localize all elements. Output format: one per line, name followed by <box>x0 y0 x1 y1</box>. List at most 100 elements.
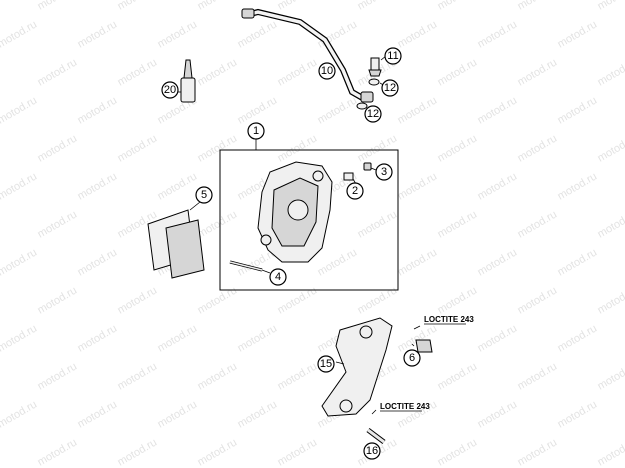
callout-1: 1 <box>247 122 265 140</box>
callout-label: 15 <box>320 358 332 370</box>
watermark-text: motod.ru <box>196 360 240 392</box>
watermark-text: motod.ru <box>156 170 200 202</box>
watermark-text: motod.ru <box>596 360 625 392</box>
watermark-text: motod.ru <box>236 18 280 50</box>
callout-label: 10 <box>321 65 333 77</box>
callout-12-upper: 12 <box>381 79 399 97</box>
watermark-text: motod.ru <box>36 208 80 240</box>
watermark-text: motod.ru <box>356 0 400 13</box>
watermark-text: motod.ru <box>76 322 120 354</box>
loctite-label-upper: LOCTITE 243 <box>424 315 474 324</box>
callout-label: 2 <box>352 185 358 197</box>
watermark-text: motod.ru <box>236 94 280 126</box>
watermark-text: motod.ru <box>156 398 200 430</box>
callout-label: 4 <box>275 271 281 283</box>
watermark-text: motod.ru <box>556 18 600 50</box>
callout-4: 4 <box>269 268 287 286</box>
watermark-text: motod.ru <box>76 94 120 126</box>
sealing-washer-lower <box>356 102 368 110</box>
watermark-text: motod.ru <box>556 246 600 278</box>
watermark-text: motod.ru <box>436 56 480 88</box>
watermark-text: motod.ru <box>356 208 400 240</box>
watermark-text: motod.ru <box>0 170 39 202</box>
watermark-text: motod.ru <box>36 284 80 316</box>
watermark-text: motod.ru <box>156 18 200 50</box>
watermark-text: motod.ru <box>356 132 400 164</box>
watermark-text: motod.ru <box>196 132 240 164</box>
callout-label: 12 <box>384 82 396 94</box>
fluid-bottle <box>175 59 196 103</box>
watermark-text: motod.ru <box>396 94 440 126</box>
loctite-label-lower: LOCTITE 243 <box>380 402 430 411</box>
callout-label: 11 <box>387 50 398 62</box>
watermark-text: motod.ru <box>76 170 120 202</box>
callout-5: 5 <box>195 186 213 204</box>
caliper-bleed-nipple <box>343 172 354 181</box>
watermark-text: motod.ru <box>596 132 625 164</box>
watermark-text: motod.ru <box>476 322 520 354</box>
brake-hose <box>241 8 374 103</box>
watermark-text: motod.ru <box>516 132 560 164</box>
watermark-text: motod.ru <box>556 398 600 430</box>
watermark-text: motod.ru <box>476 170 520 202</box>
bracket-bolt-upper <box>411 325 433 353</box>
caliper-kit-box <box>219 149 399 291</box>
watermark-text: motod.ru <box>0 18 39 50</box>
watermark-text: motod.ru <box>36 0 80 13</box>
watermark-text: motod.ru <box>516 436 560 468</box>
watermark-text: motod.ru <box>436 284 480 316</box>
watermark-text: motod.ru <box>596 0 625 13</box>
watermark-text: motod.ru <box>276 360 320 392</box>
watermark-text: motod.ru <box>356 284 400 316</box>
watermark-text: motod.ru <box>276 0 320 13</box>
watermark-text: motod.ru <box>556 322 600 354</box>
caliper-piston <box>287 199 309 221</box>
bleed-screw-head <box>368 69 382 77</box>
watermark-text: motod.ru <box>36 56 80 88</box>
callout-3: 3 <box>375 163 393 181</box>
callout-label: 12 <box>367 108 379 120</box>
watermark-text: motod.ru <box>76 246 120 278</box>
dust-cap <box>363 162 372 171</box>
brake-pad-front <box>165 219 205 279</box>
watermark-text: motod.ru <box>516 208 560 240</box>
watermark-text: motod.ru <box>316 246 360 278</box>
callout-label: 5 <box>201 189 207 201</box>
watermark-text: motod.ru <box>116 360 160 392</box>
watermark-text: motod.ru <box>596 436 625 468</box>
loctite-note-lower: LOCTITE 243 <box>380 402 430 412</box>
watermark-text: motod.ru <box>196 56 240 88</box>
watermark-text: motod.ru <box>516 56 560 88</box>
watermark-text: motod.ru <box>236 398 280 430</box>
watermark-text: motod.ru <box>116 56 160 88</box>
watermark-text: motod.ru <box>596 56 625 88</box>
callout-20: 20 <box>161 81 179 99</box>
pad-pin <box>229 260 271 274</box>
watermark-text: motod.ru <box>436 436 480 468</box>
callout-16: 16 <box>363 442 381 460</box>
watermark-text: motod.ru <box>116 132 160 164</box>
watermark-text: motod.ru <box>596 208 625 240</box>
bracket-hole-top <box>359 325 373 339</box>
watermark-text: motod.ru <box>116 436 160 468</box>
watermark-text: motod.ru <box>196 284 240 316</box>
watermark-text: motod.ru <box>36 436 80 468</box>
watermark-text: motod.ru <box>0 398 39 430</box>
watermark-text: motod.ru <box>0 94 39 126</box>
watermark-text: motod.ru <box>436 132 480 164</box>
watermark-text: motod.ru <box>236 322 280 354</box>
watermark-text: motod.ru <box>476 398 520 430</box>
watermark-text: motod.ru <box>116 0 160 13</box>
callout-12-lower: 12 <box>364 105 382 123</box>
sealing-washer-upper <box>368 78 380 86</box>
watermark-text: motod.ru <box>36 132 80 164</box>
callout-15: 15 <box>317 355 335 373</box>
caliper-bracket <box>321 317 393 417</box>
watermark-text: motod.ru <box>436 360 480 392</box>
watermark-text: motod.ru <box>276 132 320 164</box>
hose-fitting-bottom <box>360 91 374 103</box>
watermark-text: motod.ru <box>476 18 520 50</box>
callout-label: 20 <box>164 84 176 96</box>
caliper-bleed-parts <box>343 162 377 185</box>
